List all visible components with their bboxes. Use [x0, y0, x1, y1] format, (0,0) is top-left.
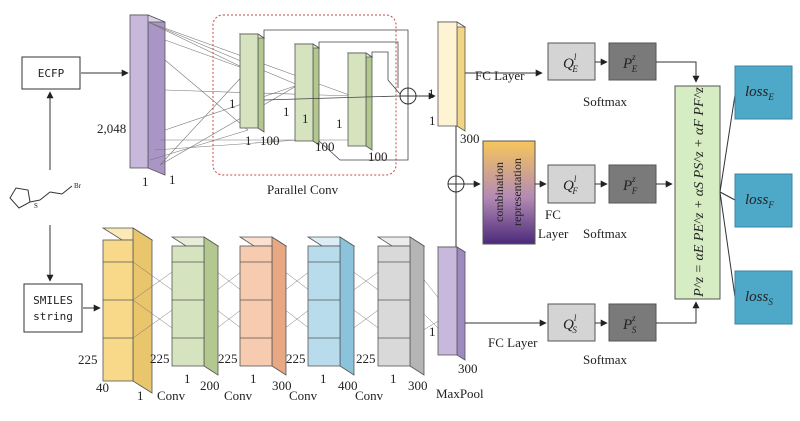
parallel-conv-group [212, 14, 397, 176]
pool-top-one: 1 [428, 86, 435, 101]
conv4-dim1: 1 [390, 371, 397, 386]
parallel-conv-block-2 [293, 43, 321, 146]
pool-bottom-one: 1 [429, 324, 436, 339]
arrow-ps-to-fusion [656, 301, 700, 324]
smiles-label-line2: string [33, 310, 73, 323]
loss-connectors [719, 94, 736, 298]
molecule-br-atom: Br [74, 182, 82, 190]
loss-f-label: lossF [745, 192, 774, 210]
conv3-one: 1 [336, 116, 343, 131]
conv4-dimn: 300 [408, 378, 428, 393]
loss-e-box [734, 65, 793, 120]
pool-top-300: 300 [460, 131, 480, 146]
conv3-dim1: 1 [320, 371, 327, 386]
parallel-merge-lines [263, 29, 409, 161]
maxpool-label: MaxPool [436, 386, 484, 401]
fusion-formula-box [674, 85, 721, 300]
conv2-dim1: 1 [250, 371, 257, 386]
conv4-dim225: 225 [356, 351, 376, 366]
smiles-conv-block-3 [306, 236, 356, 376]
conv1-label: Conv [157, 388, 186, 403]
smiles-dim-1: 1 [137, 388, 144, 403]
dim-one-left: 1 [229, 96, 236, 111]
conv2-dimn: 300 [272, 378, 292, 393]
conv1-n: 100 [260, 133, 280, 148]
smiles-conv-block-4 [376, 236, 426, 376]
softmax-mid-label: Softmax [583, 226, 628, 241]
ecfp-embedding-block [129, 14, 166, 176]
dim-one-mid: 1 [283, 104, 290, 119]
conv3-dim225: 225 [286, 351, 306, 366]
conv3-n: 100 [368, 149, 388, 164]
parallel-conv-label: Parallel Conv [267, 182, 339, 197]
smiles-dim-225: 225 [78, 352, 98, 367]
conv1-dimn: 200 [200, 378, 220, 393]
ecfp-pooled-vector [436, 21, 467, 132]
ecfp-label: ECFP [38, 67, 65, 80]
qf-box [547, 164, 596, 204]
smiles-embedding-block [101, 227, 154, 394]
smiles-dim-40: 40 [96, 380, 109, 395]
loss-s-box [734, 270, 793, 325]
softmax-top-label: Softmax [583, 94, 628, 109]
smiles-maxpool-vector [436, 246, 467, 361]
smiles-label-line1: SMILES [33, 294, 73, 307]
dim-2048: 2,048 [97, 121, 126, 136]
conv1-dim1: 1 [184, 371, 191, 386]
loss-f-box [734, 173, 793, 228]
fc-mid-line1: FC [545, 207, 561, 222]
conv3-label: Conv [289, 388, 318, 403]
conv2-dim225: 225 [218, 351, 238, 366]
conv1-one: 1 [245, 133, 252, 148]
pf-box [608, 164, 657, 204]
smiles-conv-block-2 [238, 236, 288, 376]
combination-representation-block [482, 140, 536, 245]
pool-bottom-300: 300 [458, 361, 478, 376]
pool-top-one-b: 1 [429, 113, 436, 128]
conv2-label: Conv [224, 388, 253, 403]
loss-s-label: lossS [745, 289, 773, 307]
combination-label-line2: representation [510, 158, 524, 226]
conv4-label: Conv [355, 388, 384, 403]
combination-label-line1: combination [492, 162, 506, 222]
smiles-box [23, 283, 83, 333]
parallel-conv-block-3 [346, 52, 374, 151]
smiles-conv-block-1 [170, 236, 220, 376]
conv1-dim225: 225 [150, 351, 170, 366]
parallel-conv-block-1 [238, 33, 266, 133]
ps-box [608, 303, 657, 342]
softmax-bottom-label: Softmax [583, 352, 628, 367]
pe-box [608, 42, 657, 81]
arrow-pe-to-fusion [656, 61, 700, 83]
conv3-dimn: 400 [338, 378, 358, 393]
fusion-formula: P^z = αE PE^z + αS PS^z + αF PF^z [692, 87, 707, 298]
ecfp-box [21, 56, 81, 90]
molecule-structure-icon [9, 185, 73, 209]
qs-box [547, 303, 596, 342]
loss-e-label: lossE [745, 84, 774, 102]
fc-layer-bottom-label: FC Layer [488, 335, 538, 350]
fc-mid-line2: Layer [538, 226, 569, 241]
molecule-s-atom: S [34, 202, 38, 210]
dim-one-b: 1 [169, 172, 176, 187]
fc-layer-top-label: FC Layer [475, 68, 525, 83]
dim-one-a: 1 [142, 174, 149, 189]
conv2-one: 1 [302, 111, 309, 126]
